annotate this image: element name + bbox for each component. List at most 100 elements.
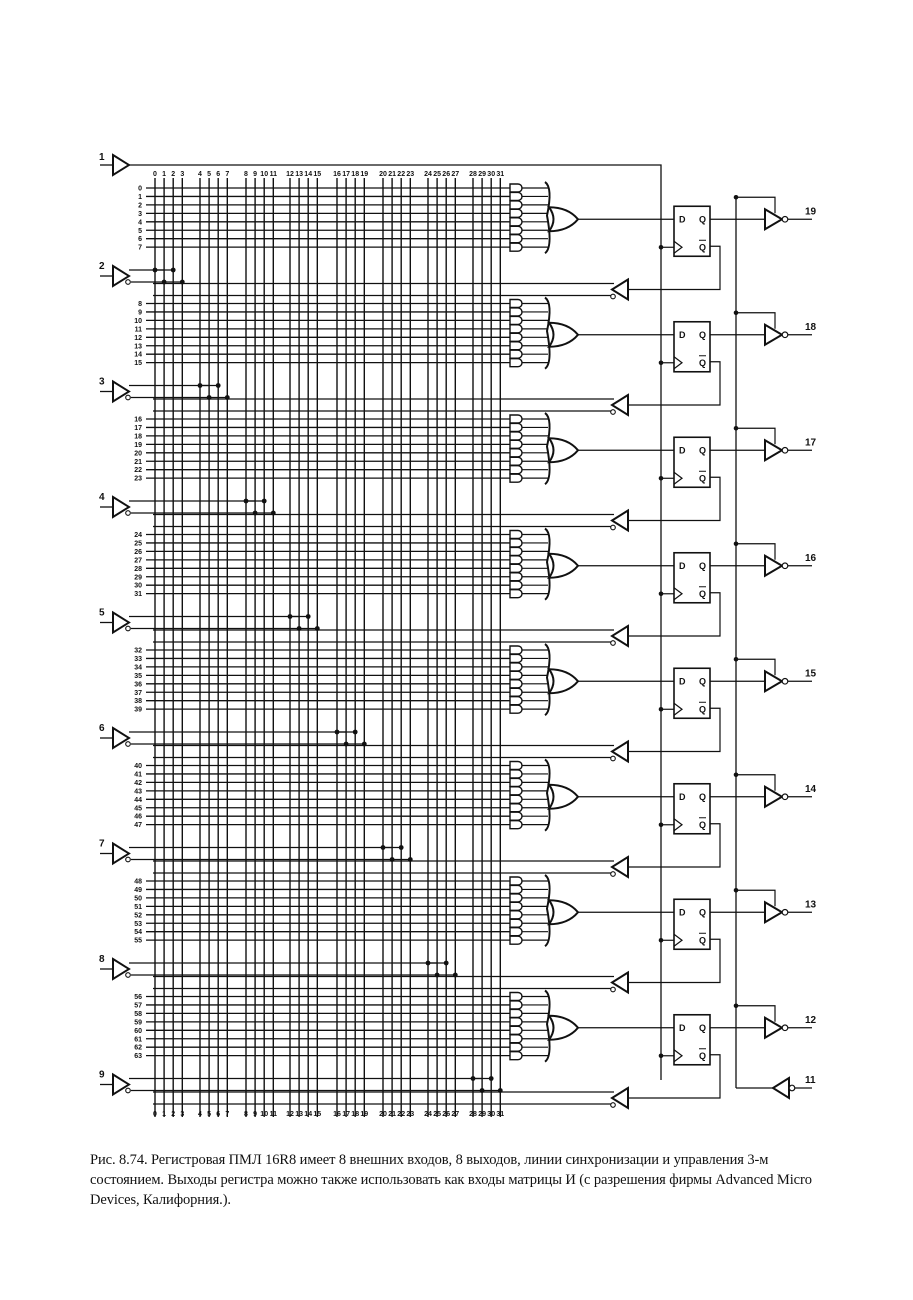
column-label-bottom: 29: [478, 1111, 486, 1118]
junction-dot: [658, 822, 664, 828]
output-inverter-icon: [764, 323, 784, 347]
and-gate-icon: [509, 529, 523, 540]
column-label-top: 19: [360, 171, 368, 178]
column-label-bottom: 11: [270, 1111, 278, 1118]
column-label-bottom: 20: [379, 1111, 387, 1118]
product-term-label: 29: [134, 574, 142, 581]
output-pin-label: 15: [805, 668, 817, 679]
junction-dot: [733, 887, 739, 893]
qbar-feedback-line: [628, 1054, 721, 1099]
and-gate-icon: [509, 760, 523, 771]
ff-q-label: Q: [699, 907, 706, 917]
input-pin-label: 4: [99, 492, 105, 503]
inversion-bubble-icon: [781, 908, 789, 916]
ff-q-label: Q: [699, 1023, 706, 1033]
column-label-bottom: 18: [351, 1111, 359, 1118]
and-gate-icon: [509, 538, 523, 548]
ff-q-label: Q: [699, 445, 706, 455]
output-inverter-icon: [764, 554, 784, 578]
and-gate-icon: [509, 473, 523, 483]
and-gate-icon: [509, 901, 523, 912]
and-gate-icon: [509, 1042, 523, 1052]
column-label-bottom: 22: [397, 1111, 405, 1118]
product-term-label: 55: [134, 938, 142, 945]
ff-d-label: D: [679, 330, 686, 340]
and-gate-icon: [509, 670, 523, 681]
product-term-label: 58: [134, 1011, 142, 1018]
inversion-bubble-icon: [781, 446, 789, 454]
feedback-buffer-icon: [610, 393, 629, 417]
product-term-label: 60: [134, 1028, 142, 1035]
inversion-bubble-icon: [125, 279, 131, 285]
and-gate-icon: [509, 191, 523, 202]
column-label-bottom: 21: [388, 1111, 396, 1118]
column-label-bottom: 1: [162, 1111, 166, 1118]
product-term-label: 28: [134, 566, 142, 573]
product-term-label: 2: [138, 202, 142, 209]
inversion-bubble-icon: [610, 986, 616, 993]
column-label-top: 21: [388, 171, 396, 178]
ff-q-label: Q: [699, 330, 706, 340]
column-label-top: 3: [180, 171, 184, 178]
inversion-bubble-icon: [610, 755, 616, 762]
output-pin-label: 12: [805, 1015, 817, 1026]
column-label-bottom: 0: [153, 1111, 157, 1118]
and-gate-icon: [509, 315, 523, 326]
ff-d-label: D: [679, 676, 686, 686]
d-flipflop: [673, 898, 711, 951]
input-buffer-icon: [112, 610, 131, 635]
inversion-bubble-icon: [610, 640, 616, 646]
oe-branch-line: [736, 312, 776, 329]
input-pin-label: 2: [99, 261, 105, 272]
product-term-label: 8: [138, 301, 142, 308]
and-gate-icon: [509, 696, 523, 706]
column-label-top: 14: [304, 171, 312, 178]
input-pin-label: 3: [99, 377, 105, 388]
column-label-bottom: 31: [496, 1111, 504, 1118]
feedback-buffer-icon: [610, 624, 629, 648]
and-gate-icon: [509, 572, 523, 582]
inversion-bubble-icon: [125, 510, 131, 516]
input-buffers: [100, 153, 812, 1100]
product-term-label: 32: [134, 648, 142, 655]
d-flipflop: [673, 551, 711, 604]
column-label-top: 8: [244, 171, 248, 178]
and-gate-icon: [509, 324, 523, 334]
column-label-top: 20: [379, 171, 387, 178]
column-label-bottom: 9: [253, 1111, 257, 1118]
clock-input-icon: [673, 702, 683, 716]
ff-qbar-label: Q: [699, 1051, 706, 1061]
column-label-top: 18: [351, 171, 359, 178]
ff-qbar-label: Q: [699, 358, 706, 368]
column-label-bottom: 10: [260, 1111, 268, 1118]
and-gate-icon: [509, 679, 523, 689]
feedback-buffer-icon: [610, 739, 629, 764]
feedback-buffer-icon: [610, 970, 629, 995]
inversion-bubble-icon: [125, 741, 131, 747]
d-flipflop: [673, 436, 711, 489]
and-gate-icon: [509, 803, 523, 813]
and-gate-icon: [509, 991, 523, 1002]
output-inverter-icon: [764, 900, 784, 925]
or-gate-icon: [547, 206, 580, 233]
product-term-label: 53: [134, 921, 142, 928]
ff-q-label: Q: [699, 561, 706, 571]
product-term-label: 34: [134, 664, 142, 671]
product-term-label: 0: [138, 186, 142, 193]
and-gate-icon: [509, 687, 523, 697]
product-term-label: 51: [134, 904, 142, 911]
inversion-bubble-icon: [781, 215, 789, 223]
product-term-label: 33: [134, 656, 142, 663]
column-label-top: 26: [442, 171, 450, 178]
or-input-bus: [544, 758, 551, 832]
inversion-bubble-icon: [610, 409, 616, 415]
column-label-bottom: 15: [313, 1111, 321, 1118]
and-gate-icon: [509, 349, 523, 359]
column-label-top: 22: [397, 171, 405, 178]
product-term-label: 10: [134, 318, 142, 325]
product-term-label: 48: [134, 879, 142, 886]
column-label-bottom: 8: [244, 1111, 248, 1118]
and-gate-icon: [509, 819, 523, 830]
ff-d-label: D: [679, 1023, 686, 1033]
product-term-label: 22: [134, 467, 142, 474]
